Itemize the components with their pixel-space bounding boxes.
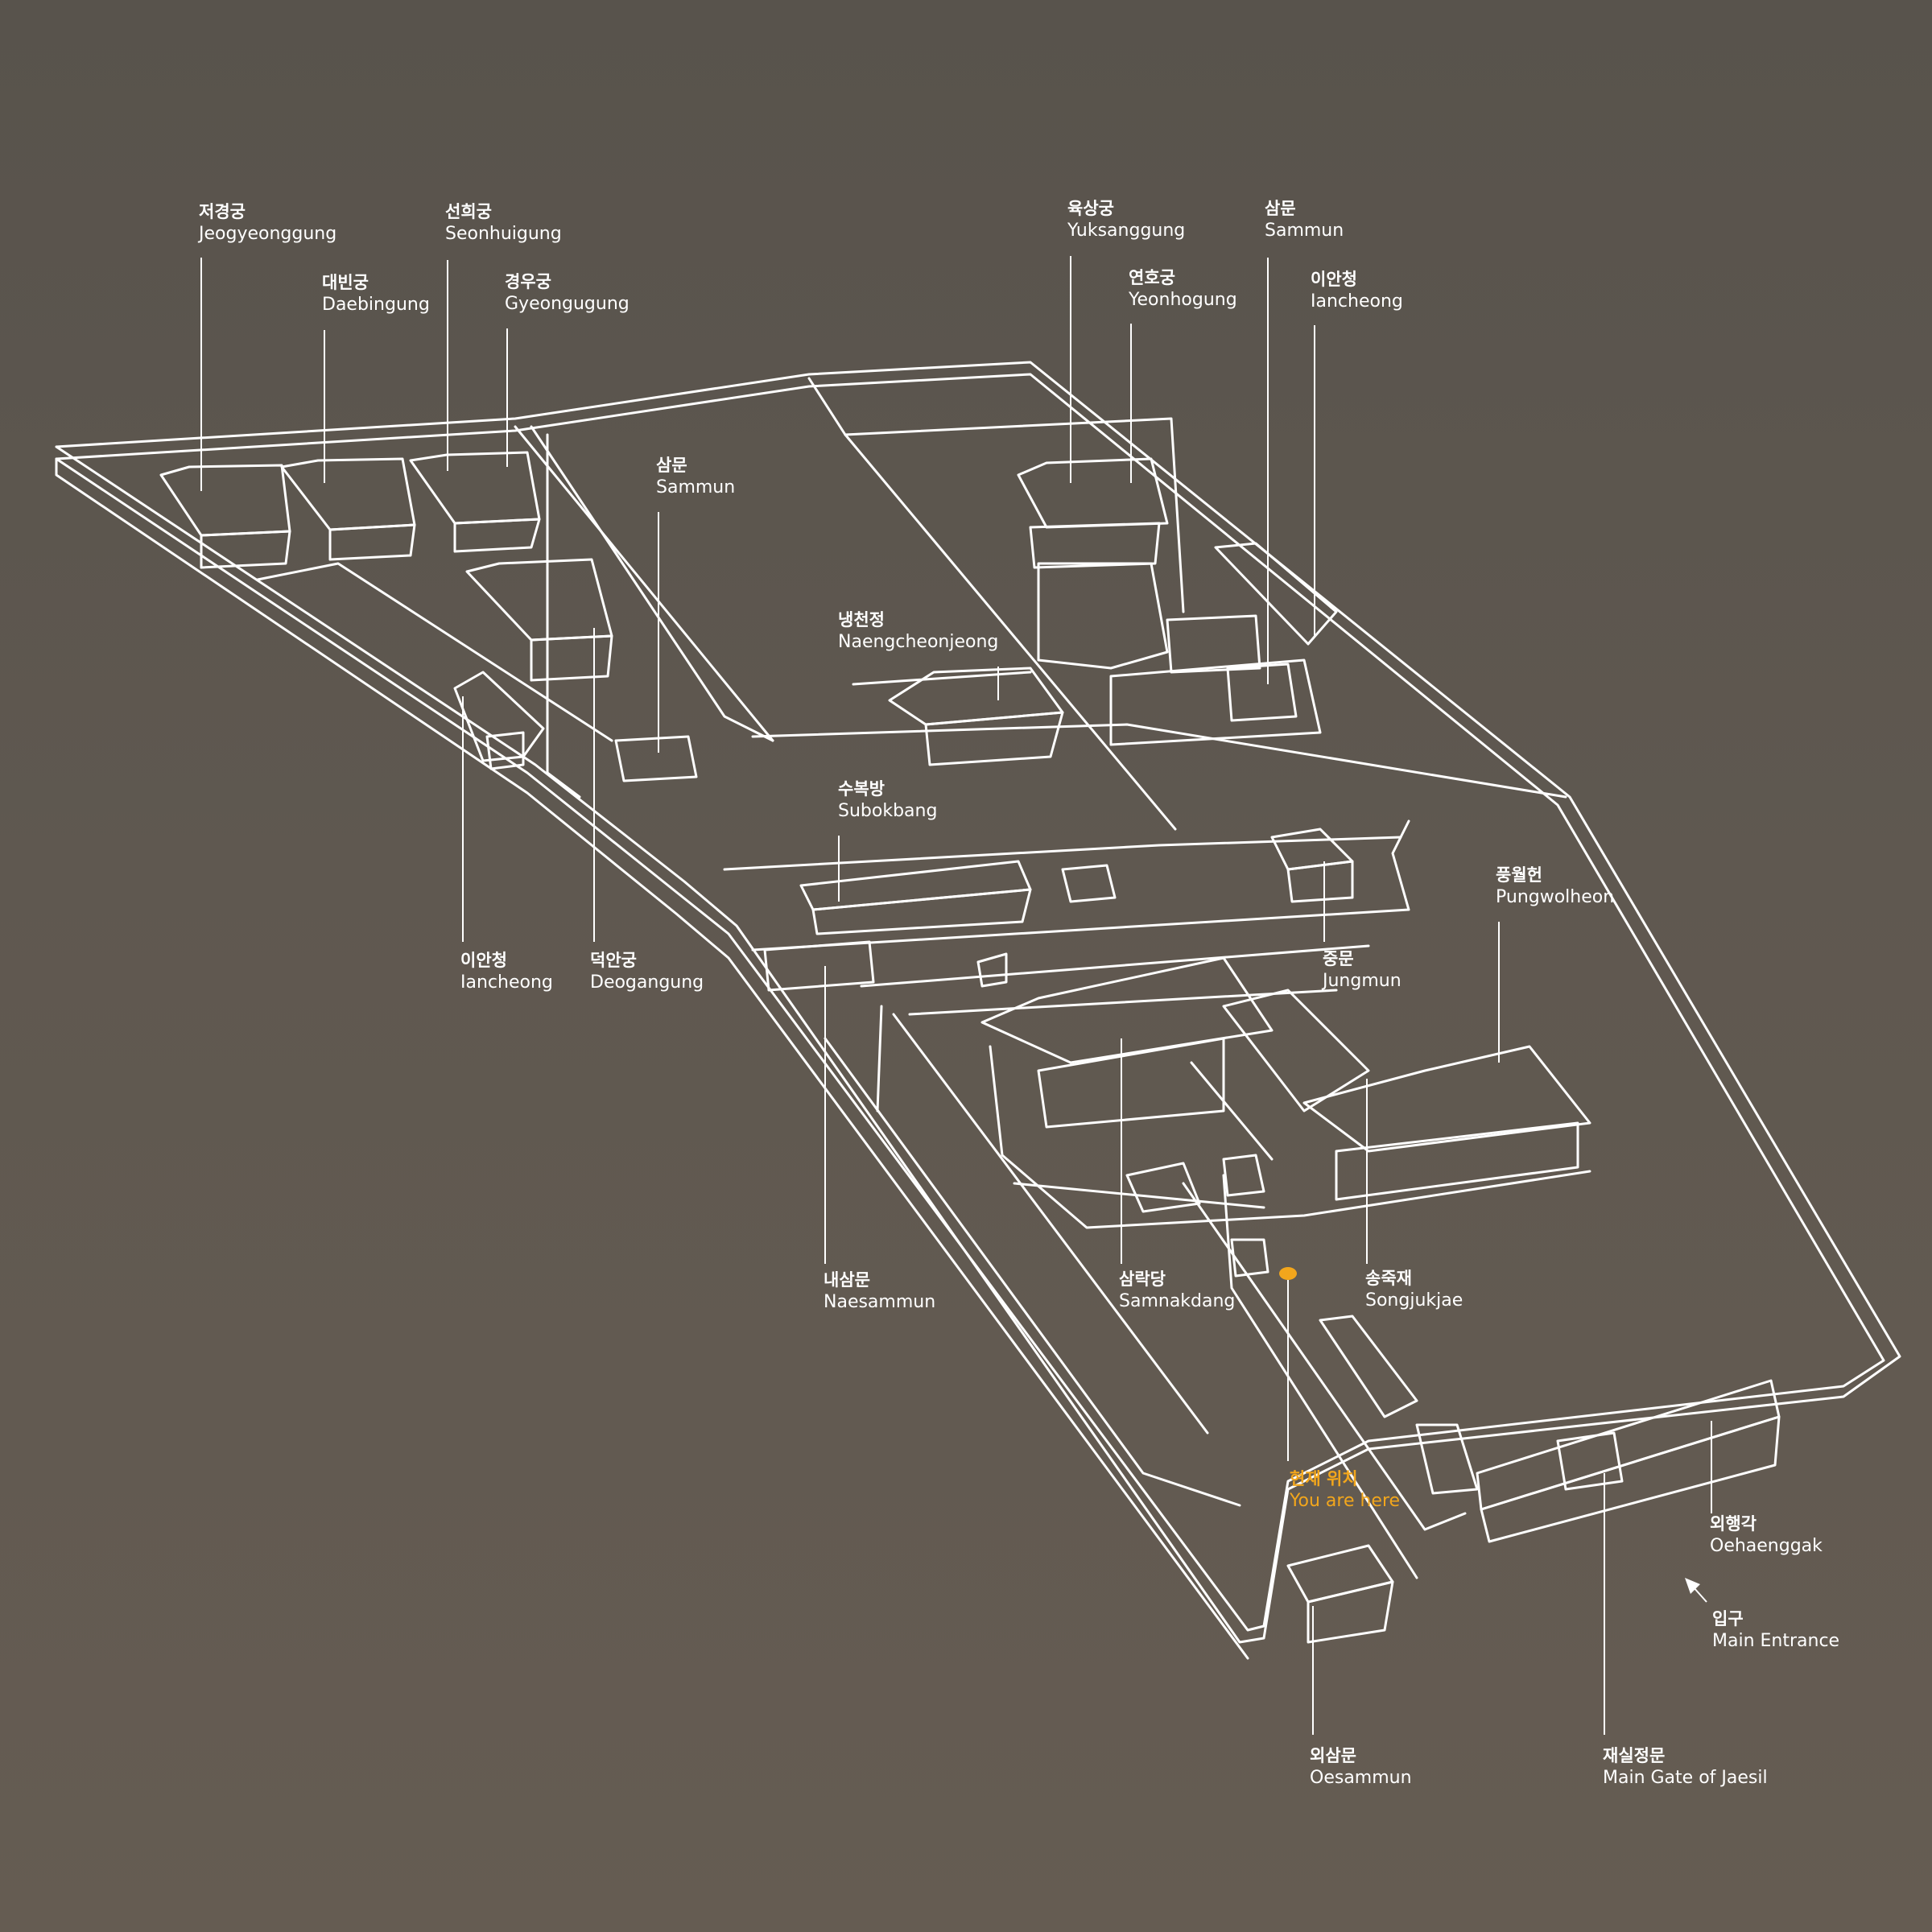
west-shrines [159,451,698,782]
label-sammun-east: 삼문 Sammun [1265,199,1344,241]
label-oesammun: 외삼문 Oesammun [1310,1746,1412,1788]
label-iancheong-east: 이안청 Iancheong [1311,270,1403,312]
label-subokbang: 수복방 Subokbang [838,779,938,821]
label-yuksanggung: 육상궁 Yuksanggung [1067,199,1186,241]
jaesil-halls [980,956,1591,1495]
label-pungwolheon: 풍월헌 Pungwolheon [1496,865,1615,907]
label-samnakdang: 삼락당 Samnakdang [1119,1269,1236,1311]
east-shrines [1017,457,1338,746]
naengcheonjeong-pavilion [852,667,1064,766]
label-you-are-here: 현재 위치 You are here [1290,1469,1401,1511]
label-sammun-west: 삼문 Sammun [656,456,736,497]
label-gyeongugung: 경우궁 Gyeongugung [505,272,630,314]
label-iancheong-west: 이안청 Iancheong [460,951,553,993]
inner-walls [514,377,1591,1579]
leader-lines [200,256,1712,1735]
label-deogangung: 덕안궁 Deogangung [590,951,704,993]
label-yeonhogung: 연호궁 Yeonhogung [1129,268,1237,310]
label-seonhuigung: 선희궁 Seonhuigung [445,202,562,244]
entrance-arrow-icon [1685,1578,1700,1594]
label-naengcheonjeong: 냉천정 Naengcheonjeong [838,610,999,652]
label-oehaenggak: 외행각 Oehaenggak [1710,1514,1823,1556]
label-songjukjae: 송죽재 Songjukjae [1365,1269,1463,1311]
label-main-entrance: 입구 Main Entrance [1712,1609,1840,1651]
you-are-here-marker-icon [1279,1267,1297,1280]
label-jeogyeonggung: 저경궁 Jeogyeonggung [199,202,337,244]
label-naesammun: 내삼문 Naesammun [824,1270,936,1312]
label-daebingung: 대빈궁 Daebingung [322,273,430,315]
label-main-gate-of-jaesil: 재실정문 Main Gate of Jaesil [1603,1746,1768,1788]
outer-corridor-and-gates [1286,1379,1781,1644]
label-jungmun: 중문 Jungmun [1323,949,1402,991]
subokbang-and-jungmun [763,828,1354,992]
